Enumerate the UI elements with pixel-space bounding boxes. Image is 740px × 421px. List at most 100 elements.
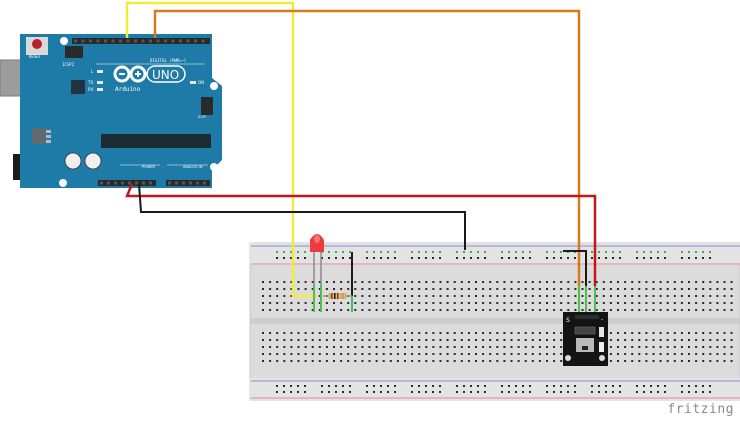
breadboard-hole xyxy=(574,281,577,283)
breadboard-hole xyxy=(389,346,392,348)
breadboard-hole xyxy=(501,385,503,387)
breadboard-hole xyxy=(290,251,292,253)
breadboard-hole xyxy=(695,309,698,311)
breadboard-hole xyxy=(347,281,350,283)
breadboard-hole xyxy=(638,360,641,362)
breadboard-hole xyxy=(652,332,655,334)
breadboard-hole xyxy=(262,281,264,283)
breadboard-hole xyxy=(482,302,485,304)
breadboard-hole xyxy=(418,385,420,387)
breadboard-hole xyxy=(276,257,278,259)
breadboard-hole xyxy=(508,257,510,259)
breadboard-hole xyxy=(304,385,306,387)
breadboard-hole xyxy=(517,360,520,362)
header-pins xyxy=(74,39,206,185)
sensor-module[interactable]: S - xyxy=(563,312,608,366)
breadboard-hole xyxy=(517,281,520,283)
breadboard-hole xyxy=(411,346,414,348)
digital-label: DIGITAL (PWM=~) xyxy=(150,58,186,63)
breadboard-hole xyxy=(276,339,279,341)
breadboard-hole xyxy=(609,281,612,283)
breadboard-hole xyxy=(311,309,314,311)
red-led[interactable] xyxy=(310,234,324,285)
breadboard-hole xyxy=(680,360,683,362)
breadboard-hole xyxy=(276,346,279,348)
breadboard-hole xyxy=(283,288,286,290)
breadboard-hole xyxy=(418,346,421,348)
breadboard-hole xyxy=(688,281,690,283)
breadboard-hole xyxy=(510,302,513,304)
breadboard-hole xyxy=(489,353,492,355)
breadboard-hole xyxy=(453,339,456,341)
breadboard-hole xyxy=(619,391,621,393)
breadboard-hole xyxy=(396,360,399,362)
breadboard-hole xyxy=(673,353,676,355)
breadboard-hole xyxy=(340,302,343,304)
breadboard-hole xyxy=(538,346,541,348)
breadboard-hole xyxy=(333,346,335,348)
header-pin xyxy=(156,39,160,43)
breadboard-hole xyxy=(716,295,719,297)
breadboard-hole xyxy=(375,288,378,290)
breadboard-hole xyxy=(723,346,726,348)
breadboard-hole xyxy=(418,257,420,259)
breadboard-hole xyxy=(446,353,449,355)
breadboard-hole xyxy=(382,302,385,304)
breadboard-hole xyxy=(297,251,299,253)
breadboard-hole xyxy=(446,281,449,283)
breadboard-hole xyxy=(730,288,733,290)
breadboard-hole xyxy=(446,360,449,362)
breadboard-hole xyxy=(503,302,506,304)
breadboard-hole xyxy=(560,339,563,341)
breadboard-hole xyxy=(553,391,555,393)
breadboard-hole xyxy=(709,295,712,297)
header-pin xyxy=(89,39,92,43)
black-wire[interactable] xyxy=(138,183,466,250)
breadboard-hole xyxy=(602,295,605,297)
breadboard-hole xyxy=(361,281,364,283)
breadboard-hole xyxy=(482,309,485,311)
breadboard-hole xyxy=(460,353,463,355)
breadboard-hole xyxy=(368,302,371,304)
breadboard-hole xyxy=(510,295,513,297)
breadboard-hole xyxy=(619,385,621,387)
breadboard-hole xyxy=(591,385,593,387)
breadboard-hole xyxy=(702,385,704,387)
breadboard-hole xyxy=(325,302,328,304)
breadboard-hole xyxy=(652,360,655,362)
breadboard-hole xyxy=(709,360,712,362)
breadboard-hole xyxy=(524,360,527,362)
breadboard-hole xyxy=(605,391,607,393)
header-pin xyxy=(179,39,182,43)
breadboard-hole xyxy=(546,288,548,290)
breadboard-hole xyxy=(283,309,286,311)
breadboard-hole xyxy=(560,332,563,334)
breadboard-hole xyxy=(716,339,719,341)
breadboard-hole xyxy=(567,281,570,283)
breadboard-hole xyxy=(546,281,548,283)
breadboard-hole xyxy=(695,353,698,355)
breadboard-hole xyxy=(389,309,392,311)
orange-wire[interactable] xyxy=(153,9,581,286)
breadboard-hole xyxy=(318,339,321,341)
breadboard-hole xyxy=(631,339,634,341)
breadboard-hole xyxy=(321,391,323,393)
breadboard-hole xyxy=(446,346,449,348)
breadboard-hole xyxy=(508,385,510,387)
yellow-wire[interactable] xyxy=(125,1,316,298)
breadboard-hole xyxy=(560,281,563,283)
breadboard-hole xyxy=(645,309,648,311)
resistor[interactable] xyxy=(323,293,352,299)
breadboard-hole xyxy=(702,288,705,290)
breadboard-hole xyxy=(657,257,659,259)
breadboard-hole xyxy=(439,295,442,297)
breadboard-hole xyxy=(574,391,576,393)
module-gnd-wire[interactable] xyxy=(563,250,587,286)
reset-button[interactable] xyxy=(32,39,42,49)
breadboard-hole xyxy=(290,385,292,387)
red-wire[interactable] xyxy=(125,183,597,286)
breadboard-hole xyxy=(709,346,712,348)
breadboard-hole xyxy=(517,339,520,341)
breadboard-hole xyxy=(460,346,463,348)
breadboard-hole xyxy=(276,288,279,290)
